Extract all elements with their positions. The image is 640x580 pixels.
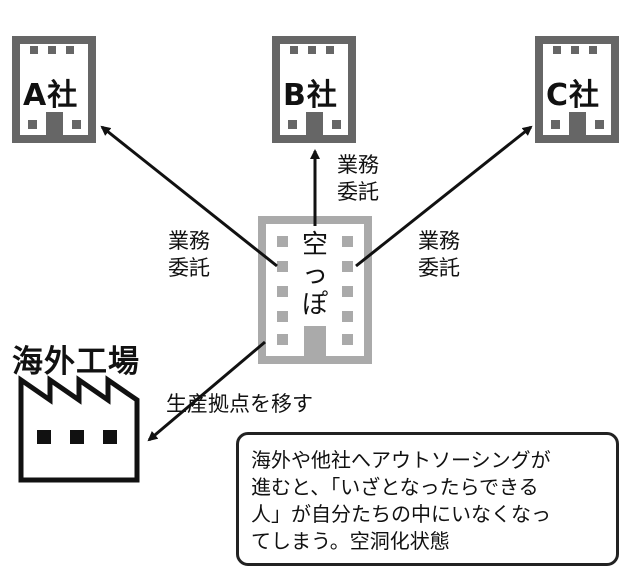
company-b-building	[272, 36, 356, 143]
hollow-company-label: 空 っ ぽ	[302, 230, 328, 320]
outsource-label-b: 業務 委託	[337, 152, 379, 206]
note-line-2: 進むと、「いざとなったらできる	[251, 475, 539, 499]
outsource-a-line-1: 業務	[168, 229, 210, 253]
overseas-factory-title: 海外工場	[12, 344, 140, 380]
note-line-3: 人」が自分たちの中にいなくなっ	[251, 502, 551, 526]
note-line-1: 海外や他社へアウトソーシングが	[251, 448, 551, 472]
outsource-b-line-1: 業務	[337, 153, 379, 177]
company-a-label: A社	[23, 78, 79, 113]
move-production-label: 生産拠点を移す	[166, 392, 313, 416]
factory-icon	[18, 375, 140, 483]
outsource-a-line-2: 委託	[168, 256, 210, 280]
hollow-label-char-1: 空	[302, 230, 329, 260]
note-line-4: てしまう。空洞化状態	[251, 529, 450, 553]
outsource-label-c: 業務 委託	[418, 228, 460, 282]
company-b-label: B社	[283, 78, 338, 113]
hollow-company-building	[258, 216, 372, 364]
hollow-label-char-2: っ	[302, 260, 329, 290]
outsource-c-line-1: 業務	[418, 229, 460, 253]
hollowing-note-box: 海外や他社へアウトソーシングが 進むと、「いざとなったらできる 人」が自分たちの…	[236, 432, 619, 566]
outsource-b-line-2: 委託	[337, 180, 379, 204]
arrow-to-company-c	[355, 125, 533, 268]
arrow-to-company-a	[100, 125, 278, 268]
company-c-label: C社	[546, 78, 601, 113]
hollow-label-char-3: ぽ	[302, 290, 329, 320]
company-a-building	[12, 36, 96, 143]
arrow-to-factory	[147, 340, 266, 442]
outsource-label-a: 業務 委託	[168, 228, 210, 282]
company-c-building	[535, 36, 619, 143]
outsource-c-line-2: 委託	[418, 256, 460, 280]
